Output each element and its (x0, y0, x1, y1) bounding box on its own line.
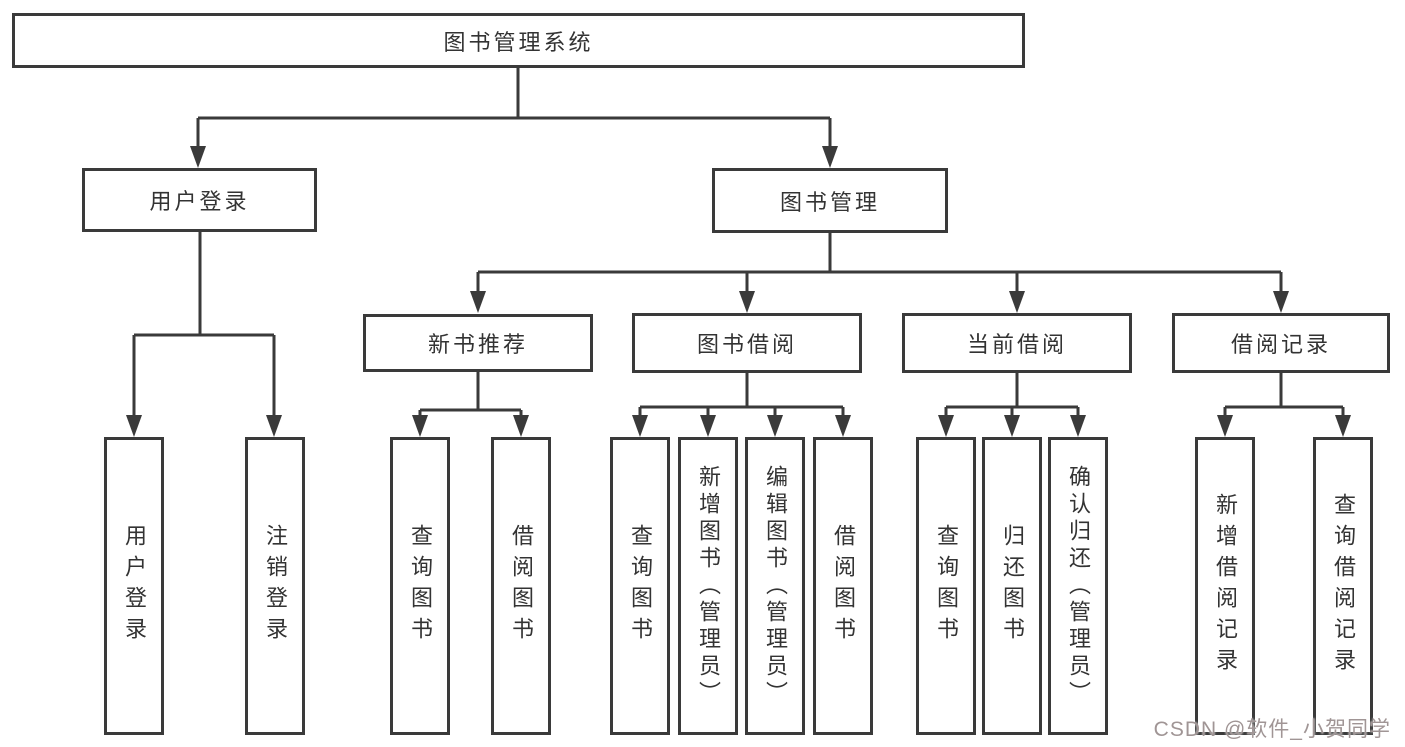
arrowhead (1273, 291, 1289, 313)
connector-book-management (470, 233, 1289, 313)
node-library-system: 图书管理系统 (12, 13, 1025, 68)
node-user-login: 用户登录 (82, 168, 317, 232)
arrowhead (412, 415, 428, 437)
leaf-label: 确认归还（管理员） (1066, 464, 1091, 708)
leaf-add-book-admin: 新增图书（管理员） (678, 437, 738, 735)
arrowhead (632, 415, 648, 437)
leaf-label: 编辑图书（管理员） (763, 464, 788, 708)
arrowhead (190, 146, 206, 168)
arrowhead (1070, 415, 1086, 437)
connector-book-borrow (632, 373, 851, 437)
leaf-label: 查询图书 (934, 524, 959, 648)
connector-current-borrow (938, 373, 1086, 437)
leaf-label: 用户登录 (122, 524, 147, 648)
leaf-borrow-book-2: 借阅图书 (813, 437, 873, 735)
arrowhead (700, 415, 716, 437)
leaf-edit-book-admin: 编辑图书（管理员） (745, 437, 805, 735)
arrowhead (266, 415, 282, 437)
connector-user-login (126, 232, 282, 437)
arrowhead (938, 415, 954, 437)
node-new-book-recommend: 新书推荐 (363, 314, 593, 372)
leaf-add-borrow-record: 新增借阅记录 (1195, 437, 1255, 735)
leaf-borrow-book-1: 借阅图书 (491, 437, 551, 735)
arrowhead (822, 146, 838, 168)
arrowhead (739, 291, 755, 313)
leaf-label: 查询图书 (408, 524, 433, 648)
leaf-label: 借阅图书 (509, 524, 534, 648)
arrowhead (1009, 291, 1025, 313)
leaf-confirm-return-admin: 确认归还（管理员） (1048, 437, 1108, 735)
connector-borrow-records (1217, 373, 1351, 437)
leaf-query-book-3: 查询图书 (916, 437, 976, 735)
node-book-borrow: 图书借阅 (632, 313, 862, 373)
connector-new-book-recommend (412, 372, 529, 437)
leaf-label: 借阅图书 (831, 524, 856, 648)
leaf-label: 查询图书 (628, 524, 653, 648)
leaf-query-book-2: 查询图书 (610, 437, 670, 735)
leaf-logout: 注销登录 (245, 437, 305, 735)
arrowhead (126, 415, 142, 437)
node-current-borrow: 当前借阅 (902, 313, 1132, 373)
leaf-label: 新增借阅记录 (1213, 493, 1238, 679)
arrowhead (470, 291, 486, 313)
leaf-query-book-1: 查询图书 (390, 437, 450, 735)
node-book-management: 图书管理 (712, 168, 948, 233)
leaf-label: 归还图书 (1000, 524, 1025, 648)
leaf-return-book: 归还图书 (982, 437, 1042, 735)
arrowhead (513, 415, 529, 437)
arrowhead (767, 415, 783, 437)
leaf-label: 注销登录 (263, 524, 288, 648)
arrowhead (835, 415, 851, 437)
node-borrow-records: 借阅记录 (1172, 313, 1390, 373)
leaf-label: 新增图书（管理员） (696, 464, 721, 708)
arrowhead (1004, 415, 1020, 437)
leaf-label: 查询借阅记录 (1331, 493, 1356, 679)
arrowhead (1335, 415, 1351, 437)
connector-root (190, 68, 838, 168)
arrowhead (1217, 415, 1233, 437)
watermark: CSDN @软件_小贺同学 (1153, 718, 1391, 741)
leaf-user-login: 用户登录 (104, 437, 164, 735)
leaf-query-borrow-record: 查询借阅记录 (1313, 437, 1373, 735)
